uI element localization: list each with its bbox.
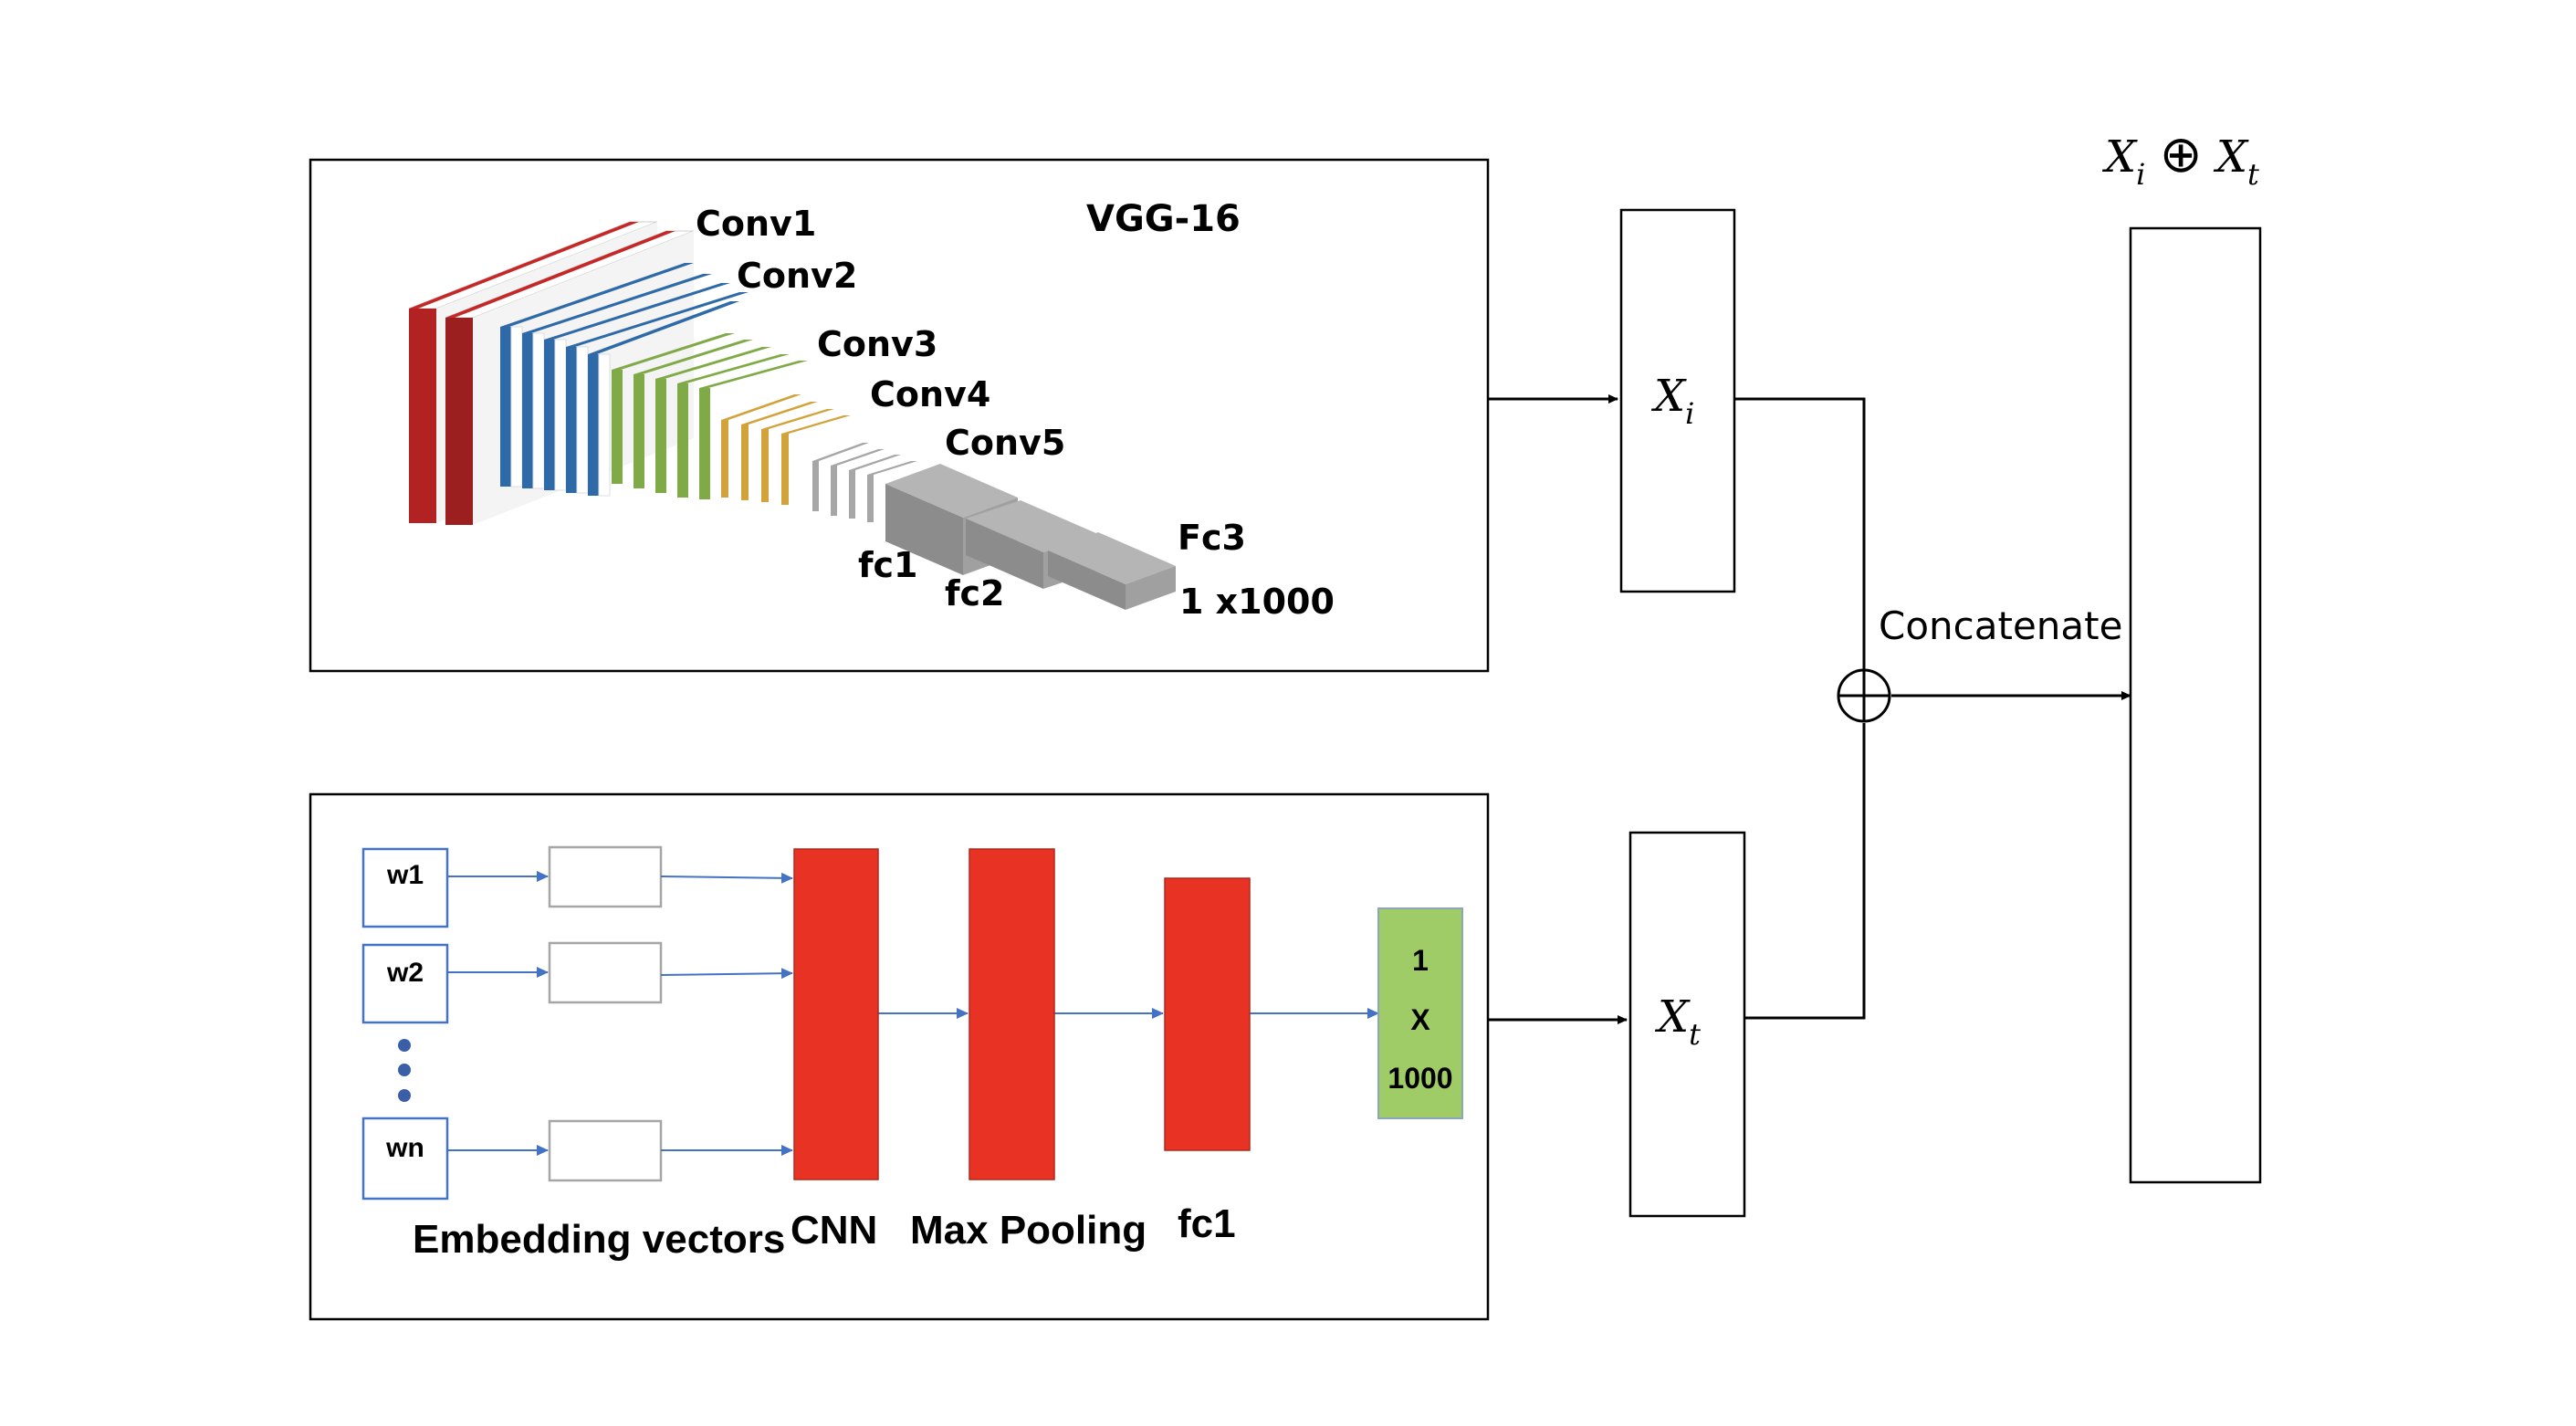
max-pooling-block: [969, 848, 1055, 1180]
image-feature-label: Xi: [1650, 371, 1694, 431]
vgg-label-conv4: Conv4: [870, 374, 990, 414]
concat-label: Concatenate: [1879, 603, 2122, 648]
text-output-block: [1377, 907, 1463, 1119]
label-embedding-vectors: Embedding vectors: [413, 1217, 785, 1262]
vgg-conv3-block: [612, 333, 808, 499]
text-output-line-3: 1000: [1387, 1062, 1452, 1095]
vgg-title: VGG-16: [1086, 198, 1241, 240]
text-feature-label: Xt: [1654, 991, 1701, 1052]
word-box-w2: [361, 943, 449, 1024]
vgg-conv5-block: [812, 443, 917, 522]
word-label-w1: w1: [386, 860, 424, 890]
word-label-wn: wn: [385, 1133, 424, 1163]
label-fc1: fc1: [1178, 1201, 1236, 1246]
text-panel: [309, 792, 1490, 1321]
vgg-label-conv2: Conv2: [737, 256, 857, 296]
fc1-block: [1164, 877, 1251, 1151]
cnn-block: [793, 848, 879, 1180]
ellipsis-dots: [398, 1039, 411, 1102]
embedding-box-2: [548, 941, 663, 1004]
result-label: Xi ⊕ Xt: [2101, 125, 2259, 192]
text-feature-box: [1628, 831, 1746, 1218]
word-box-w1: [361, 847, 449, 928]
image-feature-box: [1619, 208, 1736, 593]
connector-lines: [1488, 394, 2131, 1024]
word-box-wn: [361, 1117, 449, 1201]
vgg-output-size: 1 x1000: [1179, 582, 1335, 622]
vgg-fc3-block: [1048, 532, 1176, 610]
text-output-line-2: X: [1410, 1003, 1430, 1036]
vgg-conv4-block: [721, 394, 851, 505]
label-cnn: CNN: [791, 1208, 877, 1253]
concat-operator-icon: [1837, 668, 1891, 723]
result-vector-box: [2129, 226, 2262, 1184]
embedding-box-1: [548, 845, 663, 908]
word-label-w2: w2: [386, 958, 424, 988]
label-max-pooling: Max Pooling: [910, 1208, 1147, 1253]
vgg-label-conv5: Conv5: [945, 423, 1065, 463]
text-branch-arrows: [447, 871, 1379, 1156]
vgg-label-conv1: Conv1: [696, 204, 816, 244]
vgg-conv2-block: [500, 263, 749, 497]
embedding-box-n: [548, 1119, 663, 1182]
vgg-label-fc2: fc2: [945, 573, 1005, 613]
vgg-label-conv3: Conv3: [817, 324, 937, 364]
vgg-label-fc1: fc1: [858, 545, 918, 585]
vgg-label-fc3: Fc3: [1178, 518, 1246, 558]
text-output-line-1: 1: [1412, 944, 1429, 977]
